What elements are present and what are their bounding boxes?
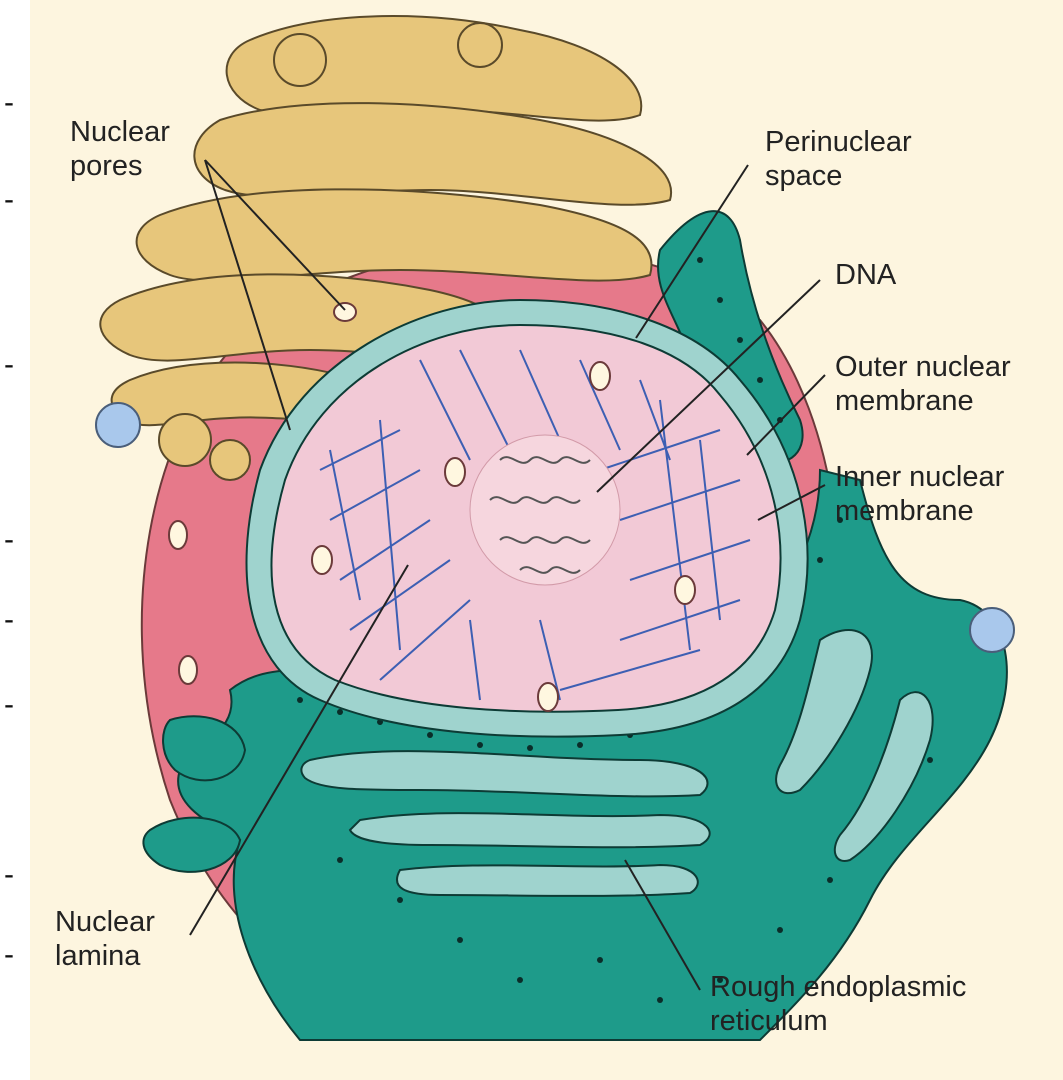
nuclear-pore-icon <box>675 576 695 604</box>
nucleolus <box>470 435 620 585</box>
nuclear-pore-icon <box>169 521 187 549</box>
label-dna: DNA <box>835 258 896 292</box>
nuclear-pore-icon <box>179 656 197 684</box>
edge-glyph: - <box>4 690 18 720</box>
label-rough-er: Rough endoplasmic reticulum <box>710 970 966 1038</box>
left-edge-strip: - - - - - - - - <box>0 0 30 1080</box>
edge-glyph: - <box>4 940 18 970</box>
vesicle-icon <box>970 608 1014 652</box>
nuclear-pore-icon <box>334 303 356 321</box>
label-outer-nuclear-membrane: Outer nuclear membrane <box>835 350 1011 418</box>
label-nuclear-lamina: Nuclear lamina <box>55 905 155 973</box>
edge-glyph: - <box>4 185 18 215</box>
nuclear-pore-icon <box>538 683 558 711</box>
label-nuclear-pores: Nuclear pores <box>70 115 170 183</box>
nuclear-pore-icon <box>445 458 465 486</box>
label-perinuclear-space: Perinuclear space <box>765 125 912 193</box>
nuclear-pore-icon <box>590 362 610 390</box>
edge-glyph: - <box>4 350 18 380</box>
nuclear-pore-icon <box>312 546 332 574</box>
label-inner-nuclear-membrane: Inner nuclear membrane <box>835 460 1004 528</box>
vesicle-icon <box>96 403 140 447</box>
edge-glyph: - <box>4 88 18 118</box>
edge-glyph: - <box>4 605 18 635</box>
edge-glyph: - <box>4 860 18 890</box>
edge-glyph: - <box>4 525 18 555</box>
